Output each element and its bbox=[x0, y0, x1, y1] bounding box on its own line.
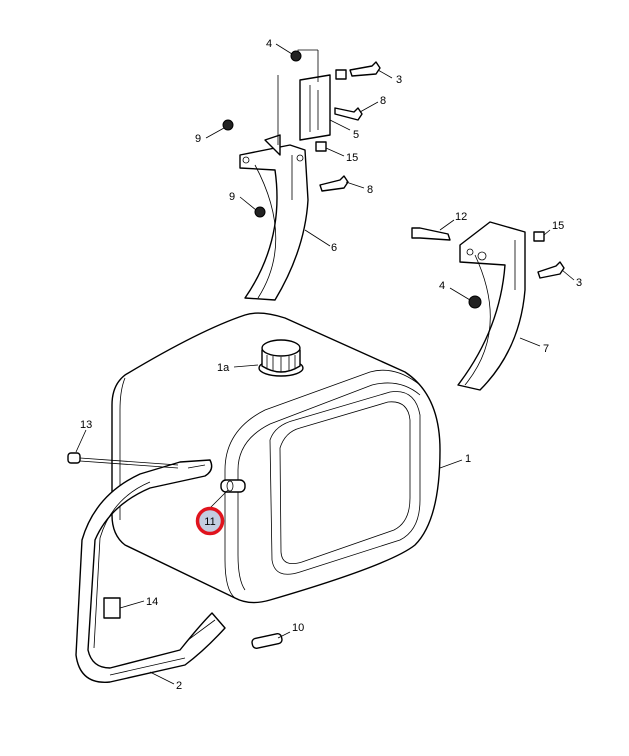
washer-15c bbox=[315, 141, 327, 152]
label-4: 4 bbox=[439, 280, 445, 292]
fuel-tank[interactable] bbox=[111, 312, 441, 604]
bracket-right[interactable] bbox=[457, 221, 526, 391]
label-3: 3 bbox=[396, 74, 402, 86]
washer-15a bbox=[335, 69, 347, 80]
label-8: 8 bbox=[380, 95, 386, 107]
nut-9b bbox=[254, 206, 266, 218]
washer-15b bbox=[533, 231, 545, 242]
bolt-12 bbox=[411, 227, 451, 241]
nut-4a bbox=[290, 50, 302, 62]
label-8: 8 bbox=[367, 184, 373, 196]
label-9: 9 bbox=[229, 191, 235, 203]
highlighted-callout-11[interactable]: 11 bbox=[195, 506, 225, 536]
nut-4b bbox=[468, 295, 482, 309]
strap-bolt[interactable] bbox=[67, 452, 179, 469]
label-15: 15 bbox=[552, 220, 564, 232]
pin-part-11[interactable] bbox=[220, 479, 246, 493]
label-14: 14 bbox=[146, 596, 158, 608]
label-12: 12 bbox=[455, 211, 467, 223]
label-3: 3 bbox=[576, 277, 582, 289]
bracket-upper[interactable] bbox=[277, 49, 331, 145]
bracket-left[interactable] bbox=[239, 134, 309, 301]
label-5: 5 bbox=[353, 129, 359, 141]
filler-cap[interactable] bbox=[258, 339, 304, 377]
label-1a: 1a bbox=[217, 362, 230, 374]
leader-lines bbox=[75, 43, 575, 685]
label-6: 6 bbox=[331, 242, 337, 254]
label-4: 4 bbox=[266, 38, 272, 50]
label-13: 13 bbox=[80, 419, 92, 431]
label-11: 11 bbox=[204, 516, 215, 528]
label-plate[interactable] bbox=[103, 597, 121, 619]
bolt-3b bbox=[537, 261, 565, 279]
bolt-8b bbox=[319, 175, 349, 192]
tank-strap[interactable] bbox=[75, 459, 226, 683]
label-1: 1 bbox=[465, 453, 471, 465]
nut-9a bbox=[222, 119, 234, 131]
label-2: 2 bbox=[176, 680, 182, 692]
label-15: 15 bbox=[346, 152, 358, 164]
bolt-8a bbox=[334, 107, 363, 121]
label-9: 9 bbox=[195, 133, 201, 145]
label-10: 10 bbox=[292, 622, 304, 634]
pin-part-10[interactable] bbox=[251, 633, 283, 649]
bolt-3a bbox=[349, 61, 381, 77]
hardware bbox=[222, 50, 565, 309]
label-7: 7 bbox=[543, 343, 549, 355]
